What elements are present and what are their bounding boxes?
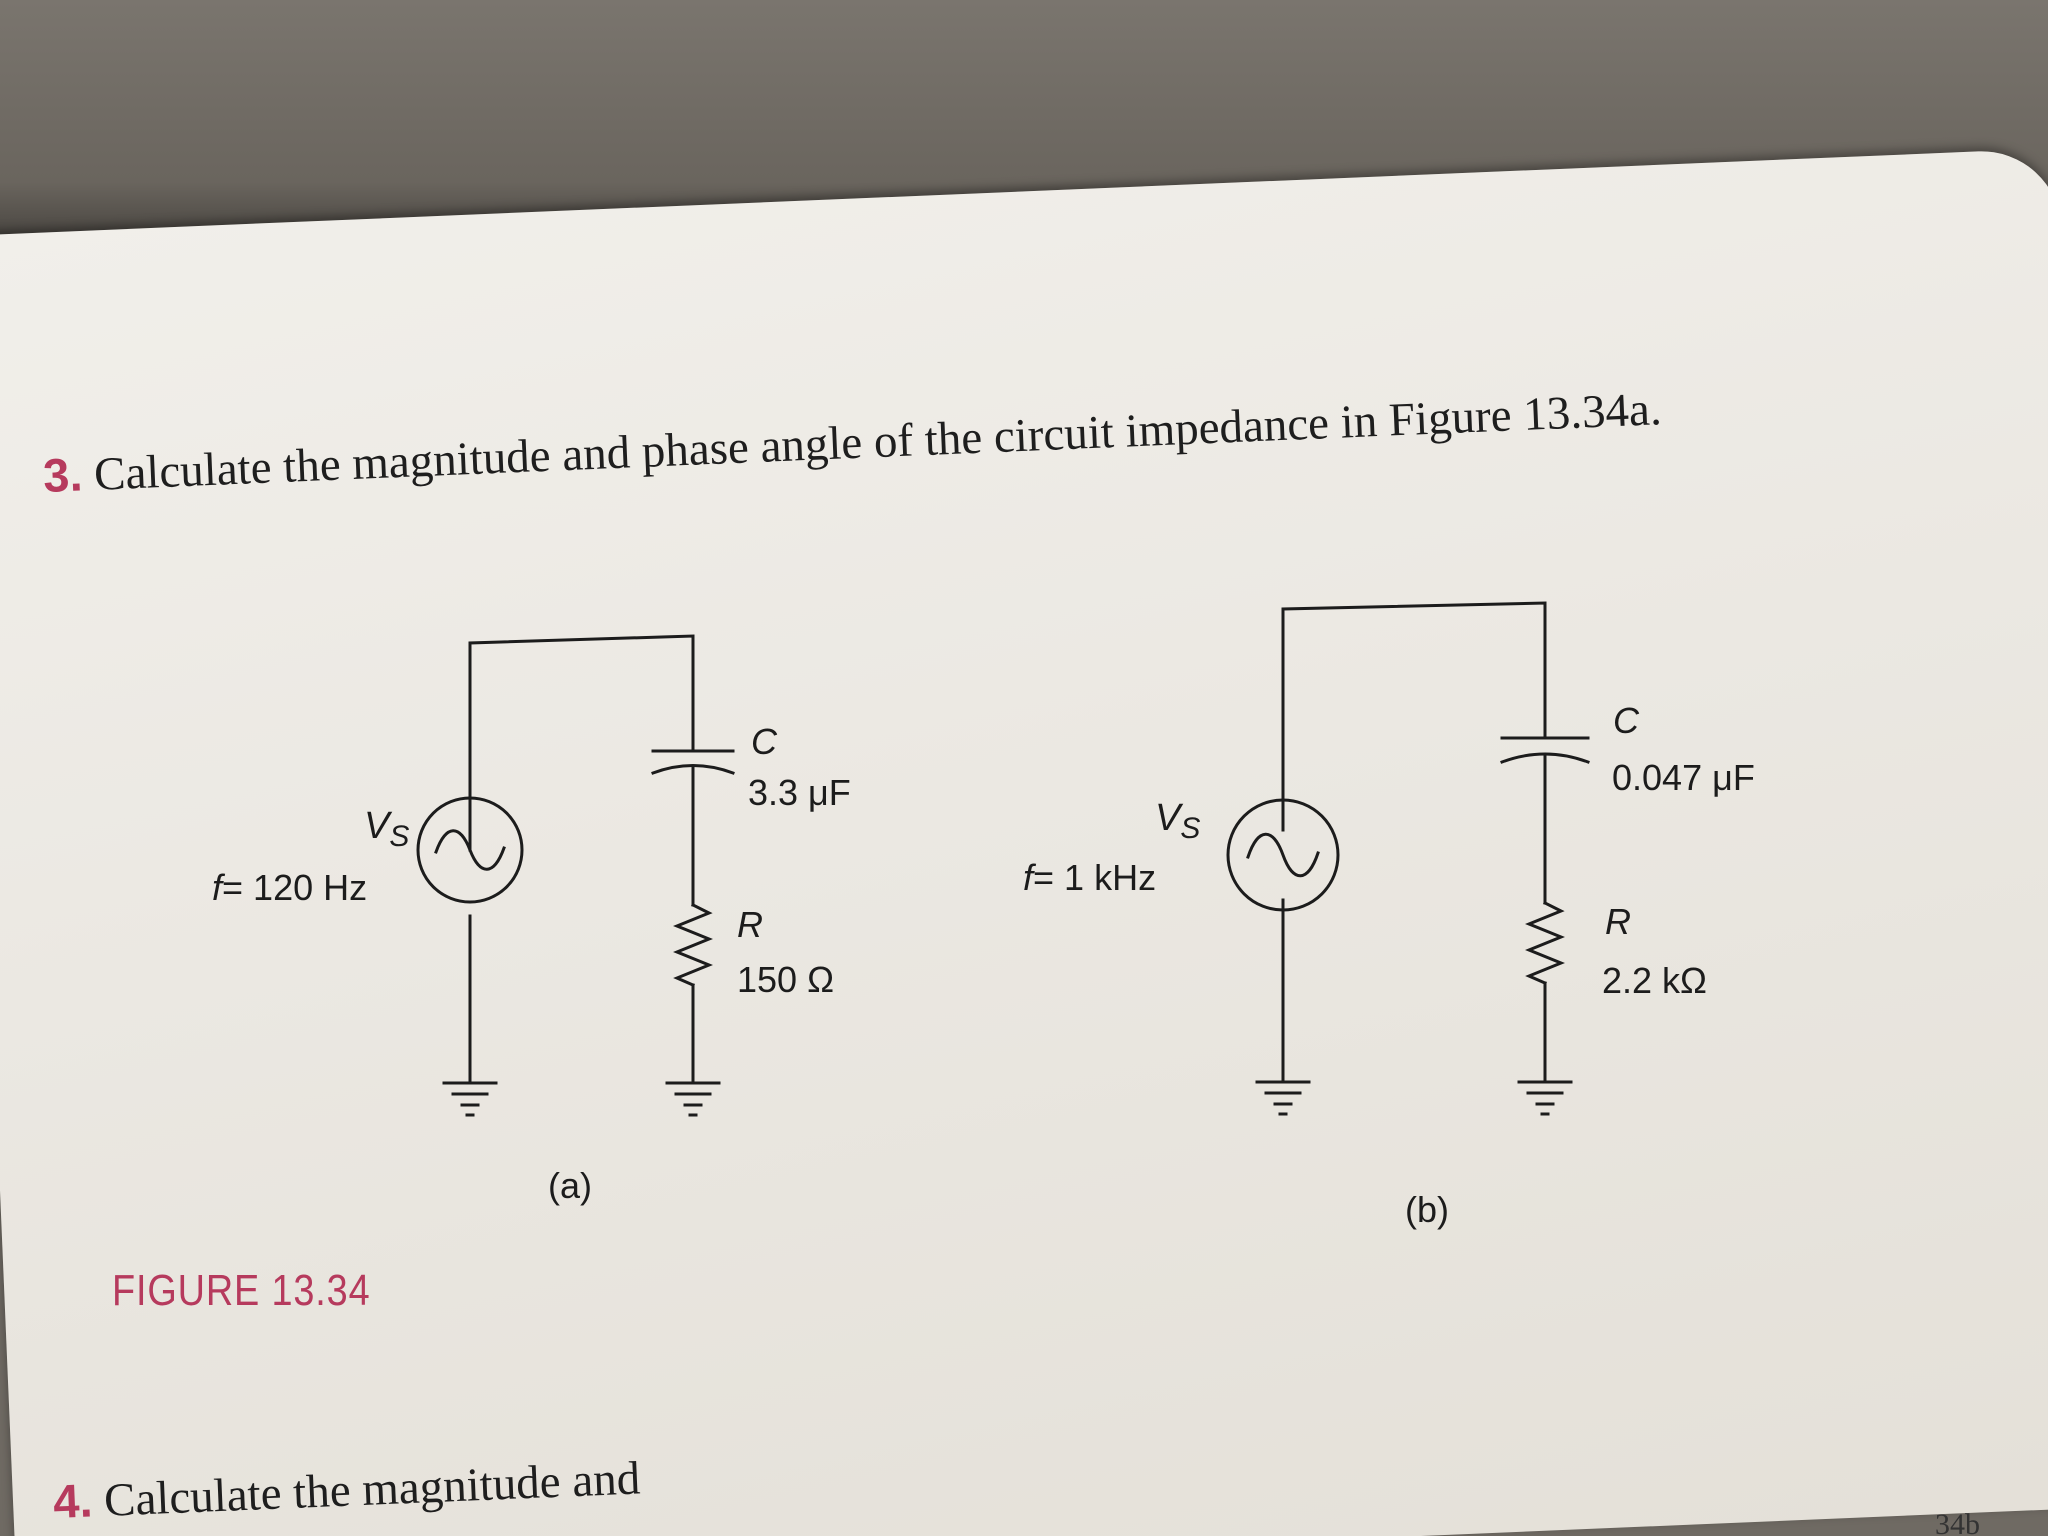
circuit-b-resistor-label: R (1605, 901, 1631, 942)
circuit-a-resistor-ground (665, 1081, 721, 1117)
circuit-a-resistor-value: 150 Ω (737, 959, 834, 1000)
problem-4-number: 4. (52, 1473, 94, 1528)
circuit-b-source-ground (1255, 1080, 1311, 1116)
circuit-b-capacitor-label: C (1613, 700, 1640, 741)
circuit-a-source-label: VS (364, 805, 409, 853)
circuit-b-source-label: VS (1155, 797, 1200, 845)
circuit-a-capacitor-label: C (751, 721, 778, 762)
circuit-b-resistor-value: 2.2 kΩ (1602, 960, 1707, 1001)
circuit-b-resistor (1525, 900, 1565, 985)
circuit-a-capacitor (651, 749, 735, 775)
circuit-b-wiring (1281, 601, 1547, 1084)
circuit-b-capacitor (1500, 736, 1590, 764)
circuit-a-wiring (468, 634, 695, 1085)
circuit-a-capacitor-value: 3.3 μF (748, 772, 851, 813)
circuit-b-panel-label: (b) (1405, 1189, 1449, 1230)
circuit-b-frequency-label: f= 1 kHz (1023, 857, 1156, 898)
circuit-a-frequency-label: f= 120 Hz (212, 867, 367, 908)
circuit-a-resistor (673, 902, 713, 987)
corner-text-fragment: 34b (1935, 1508, 1980, 1536)
circuit-a-resistor-label: R (737, 904, 763, 945)
circuit-a-source-ground (442, 1081, 498, 1117)
circuit-b-capacitor-value: 0.047 μF (1612, 757, 1755, 798)
circuit-a-panel-label: (a) (548, 1165, 592, 1206)
circuit-b-resistor-ground (1517, 1080, 1573, 1116)
figure-caption: FIGURE 13.34 (112, 1266, 371, 1315)
circuit-b-source (1226, 798, 1340, 912)
circuit-a-source (416, 796, 524, 904)
